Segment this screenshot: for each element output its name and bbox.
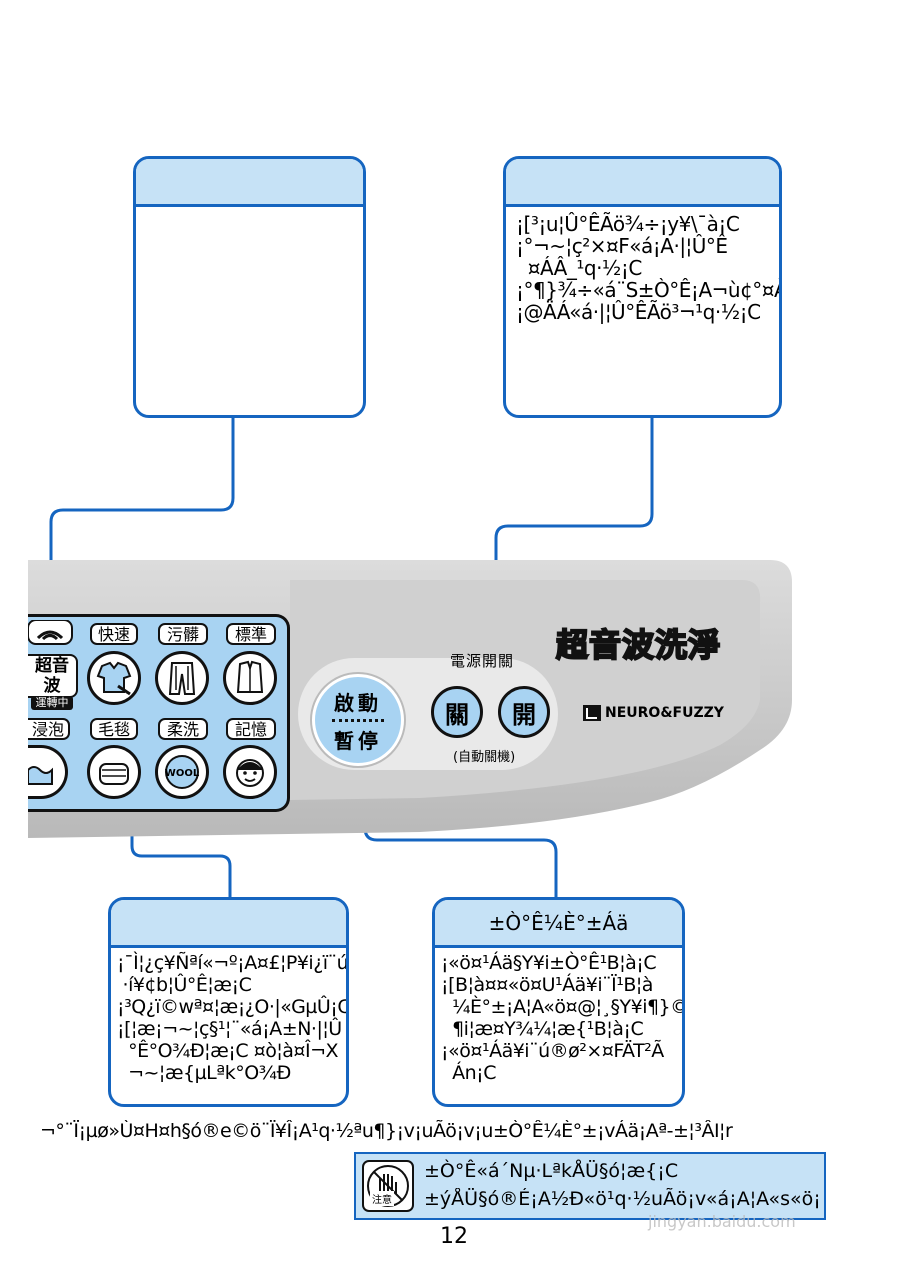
ultrasonic-icon xyxy=(28,620,73,645)
brand-title: 超音波洗淨 xyxy=(555,625,722,665)
callout-title xyxy=(111,900,346,948)
callout-title xyxy=(136,159,363,207)
standard-button[interactable] xyxy=(223,651,277,705)
dress-shirt-icon xyxy=(236,660,264,693)
gentle-button[interactable]: WOOL xyxy=(155,745,209,799)
face-icon xyxy=(236,759,264,787)
indicator-sub: 運轉中 xyxy=(31,696,73,710)
callout-body: ¡¯Ì¦¿ç¥Ñªí«¬º¡A¤£¦P¥i¿ï¨ú¾Á ·í¥¢b¦Û°Ê¦æ¡… xyxy=(117,952,349,1084)
page-number: 12 xyxy=(440,1224,468,1249)
caution-line-2: ±ýÅÜ§ó®É¡A½Ð«ö¹q·½uÃö¡v«á¡A¦A«s«ö¡u xyxy=(424,1188,822,1210)
wool-label: WOOL xyxy=(165,768,200,779)
dirty-button[interactable] xyxy=(155,651,209,705)
callout-title xyxy=(506,159,779,207)
power-title: 電源開關 xyxy=(450,652,515,670)
label-blanket: 毛毯 xyxy=(90,718,138,740)
fuzzy-logo-icon xyxy=(583,705,601,721)
pants-icon xyxy=(168,662,196,695)
start-label: 啟動 xyxy=(334,690,382,715)
brand-logo-box: NEURO&FUZZY xyxy=(582,704,724,722)
label-soak: 浸泡 xyxy=(28,718,70,740)
callout-body: ¡«ö¤¹Áä§Y¥i±Ò°Ê¹B¦à¡C ¡[B¦à¤¤«ö¤U¹Áä¥i¨Ï… xyxy=(441,952,685,1084)
pause-label: 暫停 xyxy=(334,728,382,753)
callout-top-left xyxy=(133,156,366,418)
caution-box: 注意 ±Ò°Ê«á´Nµ·LªkÅÜ§ó¦æ{¡C ±ýÅÜ§ó®É¡A½Ð«ö… xyxy=(354,1152,826,1220)
shirt-icon xyxy=(96,661,132,696)
brand-logo: NEURO&FUZZY xyxy=(605,705,724,721)
label-dirty: 污髒 xyxy=(158,623,208,645)
wool-icon: WOOL xyxy=(165,755,200,789)
ultrasonic-indicator: 超音波 運轉中 xyxy=(28,654,78,710)
dots-divider xyxy=(332,718,384,722)
auto-off-label: (自動關機) xyxy=(453,750,516,765)
callout-power: ¡[³¡u¦Û°ÊÃö¾÷¡y¥\¯à¡C ¡°¬~¦ç²×¤F«á¡A·|¦Û… xyxy=(503,156,782,418)
quick-button[interactable] xyxy=(87,651,141,705)
callout-body: ¡[³¡u¦Û°ÊÃö¾÷¡y¥\¯à¡C ¡°¬~¦ç²×¤F«á¡A·|¦Û… xyxy=(516,212,782,324)
callout-programs: ¡¯Ì¦¿ç¥Ñªí«¬º¡A¤£¦P¥i¿ï¨ú¾Á ·í¥¢b¦Û°Ê¦æ¡… xyxy=(108,897,349,1107)
power-on-button[interactable]: 開 xyxy=(498,686,550,738)
caution-line-1: ±Ò°Ê«á´Nµ·LªkÅÜ§ó¦æ{¡C xyxy=(424,1160,679,1182)
accessibility-note: ¬°¨Ï¡µø»Ù¤H¤h§ó®e©ö¨Ï¥Î¡A¹q·½ªu¶}¡v¡uÃö¡… xyxy=(40,1120,733,1142)
label-quick: 快速 xyxy=(90,623,138,645)
indicator-title: 超音波 xyxy=(35,656,69,696)
blanket-icon xyxy=(99,763,129,785)
watermark: jingyan.baidu.com xyxy=(648,1212,796,1231)
power-off-button[interactable]: 關 xyxy=(431,686,483,738)
label-gentle: 柔洗 xyxy=(158,718,208,740)
callout-start-pause: ±Ò°Ê¼È°±Áä ¡«ö¤¹Áä§Y¥i±Ò°Ê¹B¦à¡C ¡[B¦à¤¤… xyxy=(432,897,685,1107)
start-pause-button[interactable]: 啟動 暫停 xyxy=(312,674,404,766)
memory-button[interactable] xyxy=(223,745,277,799)
label-standard: 標準 xyxy=(226,623,276,645)
callout-body xyxy=(136,207,363,219)
soak-icon xyxy=(28,766,53,785)
caution-label: 注意 xyxy=(370,1191,394,1206)
blanket-button[interactable] xyxy=(87,745,141,799)
callout-title: ±Ò°Ê¼È°±Áä xyxy=(435,900,682,948)
label-memory: 記憶 xyxy=(226,718,276,740)
